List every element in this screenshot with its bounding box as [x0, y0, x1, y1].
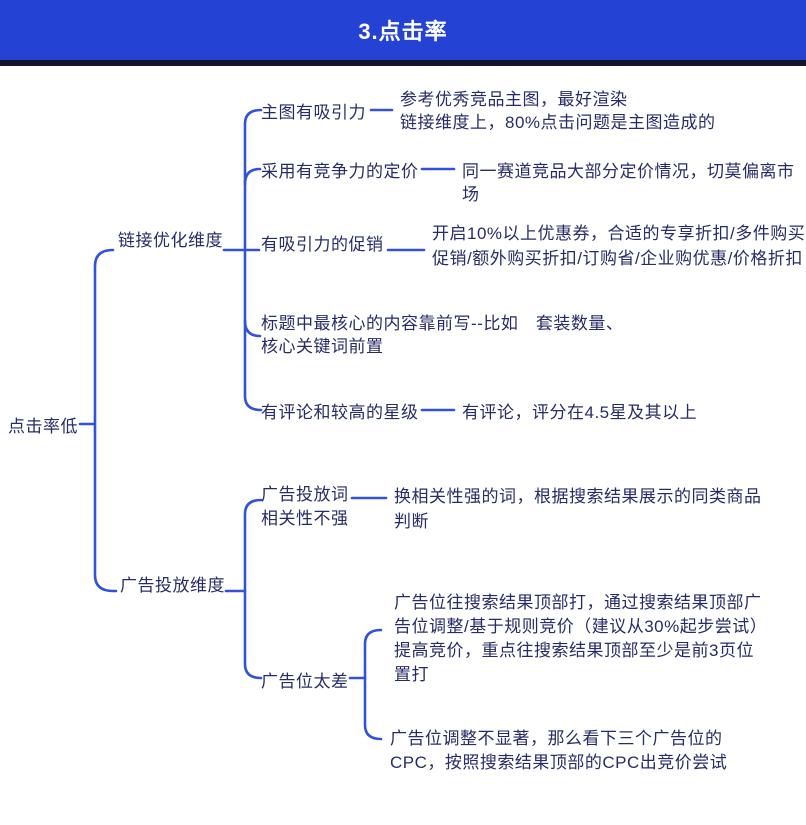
note-ad-position-cpc[interactable]: 广告位调整不显著，那么看下三个广告位的 CPC，按照搜索结果顶部的CPC出竞价尝… — [390, 729, 728, 772]
note-reviews-rating[interactable]: 有评论，评分在4.5星及其以上 — [462, 403, 698, 422]
topic-bad-ad-position[interactable]: 广告位太差 — [261, 672, 349, 691]
connector-title-branch — [243, 319, 262, 338]
topic-title-keywords[interactable]: 标题中最核心的内容靠前写--比如 套装数量、 核心关键词前置 — [261, 314, 624, 356]
page-title: 3.点击率 — [358, 19, 448, 44]
branch-link-optimization[interactable]: 链接优化维度 — [118, 231, 223, 250]
connector-pricing-branch — [243, 167, 262, 186]
topic-reviews-rating[interactable]: 有评论和较高的星级 — [261, 403, 419, 422]
connector-link-children-spine — [243, 108, 263, 412]
header-bar: 3.点击率 — [0, 0, 806, 60]
topic-main-image[interactable]: 主图有吸引力 — [261, 103, 366, 122]
note-attractive-promo[interactable]: 开启10%以上优惠券，合适的专享折扣/多件购买 促销/额外购买折扣/订购省/企业… — [432, 224, 806, 268]
topic-ad-keyword-relevance[interactable]: 广告投放词 相关性不强 — [261, 485, 349, 528]
header-divider — [0, 60, 806, 66]
note-ad-position-strategy[interactable]: 广告位往搜索结果顶部打，通过搜索结果顶部广 告位调整/基于规则竞价（建议从30%… — [394, 593, 768, 684]
connector-adpos-notes-spine — [363, 628, 383, 741]
connector-ad-children-spine — [243, 498, 263, 680]
topic-attractive-promo[interactable]: 有吸引力的促销 — [261, 235, 384, 254]
note-ad-keyword-relevance[interactable]: 换相关性强的词，根据搜索结果展示的同类商品 判断 — [394, 487, 762, 531]
connector-branch-spine — [93, 248, 118, 593]
note-main-image[interactable]: 参考优秀竞品主图，最好渲染 链接维度上，80%点击问题是主图造成的 — [400, 90, 716, 132]
root-topic[interactable]: 点击率低 — [8, 417, 78, 436]
topic-competitive-pricing[interactable]: 采用有竞争力的定价 — [261, 162, 419, 181]
note-competitive-pricing[interactable]: 同一赛道竞品大部分定价情况，切莫偏离市场 — [462, 162, 795, 204]
branch-ad-placement[interactable]: 广告投放维度 — [120, 576, 225, 595]
